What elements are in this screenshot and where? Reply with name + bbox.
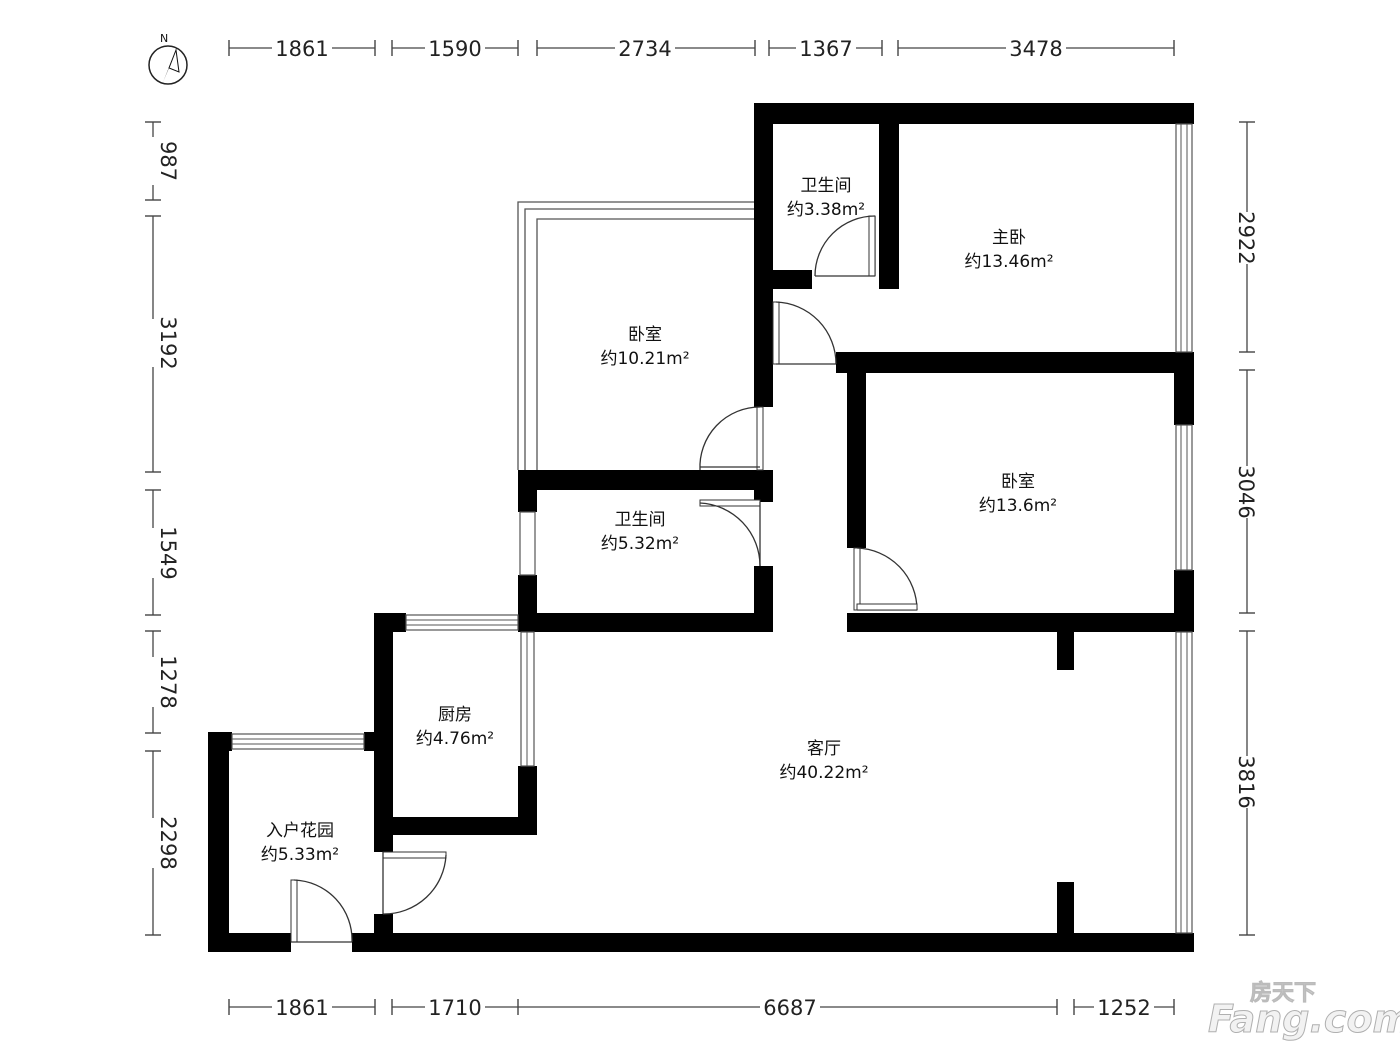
room-living-room: 客厅 约40.22m² — [779, 739, 868, 783]
dimension-left: 987 3192 1549 1278 2298 — [139, 121, 180, 936]
dim-bottom-4: 1252 — [1097, 996, 1150, 1020]
room-name: 卫生间 — [615, 510, 666, 530]
doors — [290, 215, 918, 943]
dimension-right: 2922 3046 3816 — [1233, 121, 1261, 936]
door-bedroom-left[interactable] — [699, 406, 764, 471]
room-name: 卧室 — [1001, 472, 1035, 492]
room-entry-garden: 入户花园 约5.33m² — [261, 821, 339, 865]
room-area: 约10.21m² — [600, 349, 689, 369]
watermark-logo: 房天下 Fang.com — [1208, 980, 1400, 1042]
room-bathroom-upper: 卫生间 约3.38m² — [787, 176, 865, 220]
door-bedroom-right[interactable] — [853, 547, 918, 611]
north-arrow-icon — [148, 45, 188, 85]
room-kitchen: 厨房 约4.76m² — [416, 705, 494, 749]
windows — [231, 123, 1193, 934]
room-area: 约4.76m² — [416, 729, 494, 749]
dim-left-1: 987 — [156, 141, 180, 181]
room-area: 约3.38m² — [787, 200, 865, 220]
room-name: 客厅 — [807, 739, 841, 759]
door-living-entry[interactable] — [382, 851, 447, 915]
dim-left-5: 2298 — [156, 816, 180, 869]
compass: N — [148, 32, 188, 85]
room-name: 入户花园 — [266, 821, 334, 841]
dimension-bottom: 1861 1710 6687 1252 — [228, 993, 1175, 1021]
dim-top-4: 1367 — [799, 37, 852, 61]
dim-top-1: 1861 — [275, 37, 328, 61]
watermark-line1: 房天下 — [1250, 980, 1316, 1006]
dim-right-2: 3046 — [1234, 465, 1258, 518]
dim-right-3: 3816 — [1234, 755, 1258, 808]
room-area: 约5.32m² — [601, 534, 679, 554]
dim-right-1: 2922 — [1234, 211, 1258, 264]
door-entry-garden[interactable] — [290, 879, 353, 943]
dimension-top: 1861 1590 2734 1367 3478 — [228, 34, 1175, 62]
room-name: 厨房 — [438, 705, 472, 725]
north-label: N — [160, 32, 168, 45]
room-area: 约40.22m² — [779, 763, 868, 783]
room-area: 约13.46m² — [964, 252, 1053, 272]
room-area: 约13.6m² — [979, 496, 1057, 516]
dim-top-5: 3478 — [1009, 37, 1062, 61]
dim-left-3: 1549 — [156, 526, 180, 579]
room-name: 卧室 — [628, 325, 662, 345]
dim-left-2: 3192 — [156, 316, 180, 369]
dim-top-3: 2734 — [618, 37, 671, 61]
room-bedroom-right: 卧室 约13.6m² — [979, 472, 1057, 516]
room-name: 主卧 — [992, 228, 1026, 248]
room-bedroom-left: 卧室 约10.21m² — [600, 325, 689, 369]
dim-top-2: 1590 — [428, 37, 481, 61]
walls — [208, 103, 1194, 952]
door-upper-bathroom[interactable] — [814, 215, 876, 277]
watermark-line2: Fang.com — [1208, 997, 1400, 1041]
door-bathroom-lower[interactable] — [699, 499, 761, 567]
door-hall[interactable] — [772, 301, 837, 365]
room-bathroom-lower: 卫生间 约5.32m² — [601, 510, 679, 554]
dim-bottom-3: 6687 — [763, 996, 816, 1020]
dim-bottom-2: 1710 — [428, 996, 481, 1020]
dim-bottom-1: 1861 — [275, 996, 328, 1020]
room-master-bedroom: 主卧 约13.46m² — [964, 228, 1053, 272]
dim-left-4: 1278 — [156, 655, 180, 708]
room-name: 卫生间 — [801, 176, 852, 196]
room-labels: 卫生间 约3.38m² 主卧 约13.46m² 卧室 约10.21m² 卧室 约… — [261, 176, 1057, 865]
room-area: 约5.33m² — [261, 845, 339, 865]
